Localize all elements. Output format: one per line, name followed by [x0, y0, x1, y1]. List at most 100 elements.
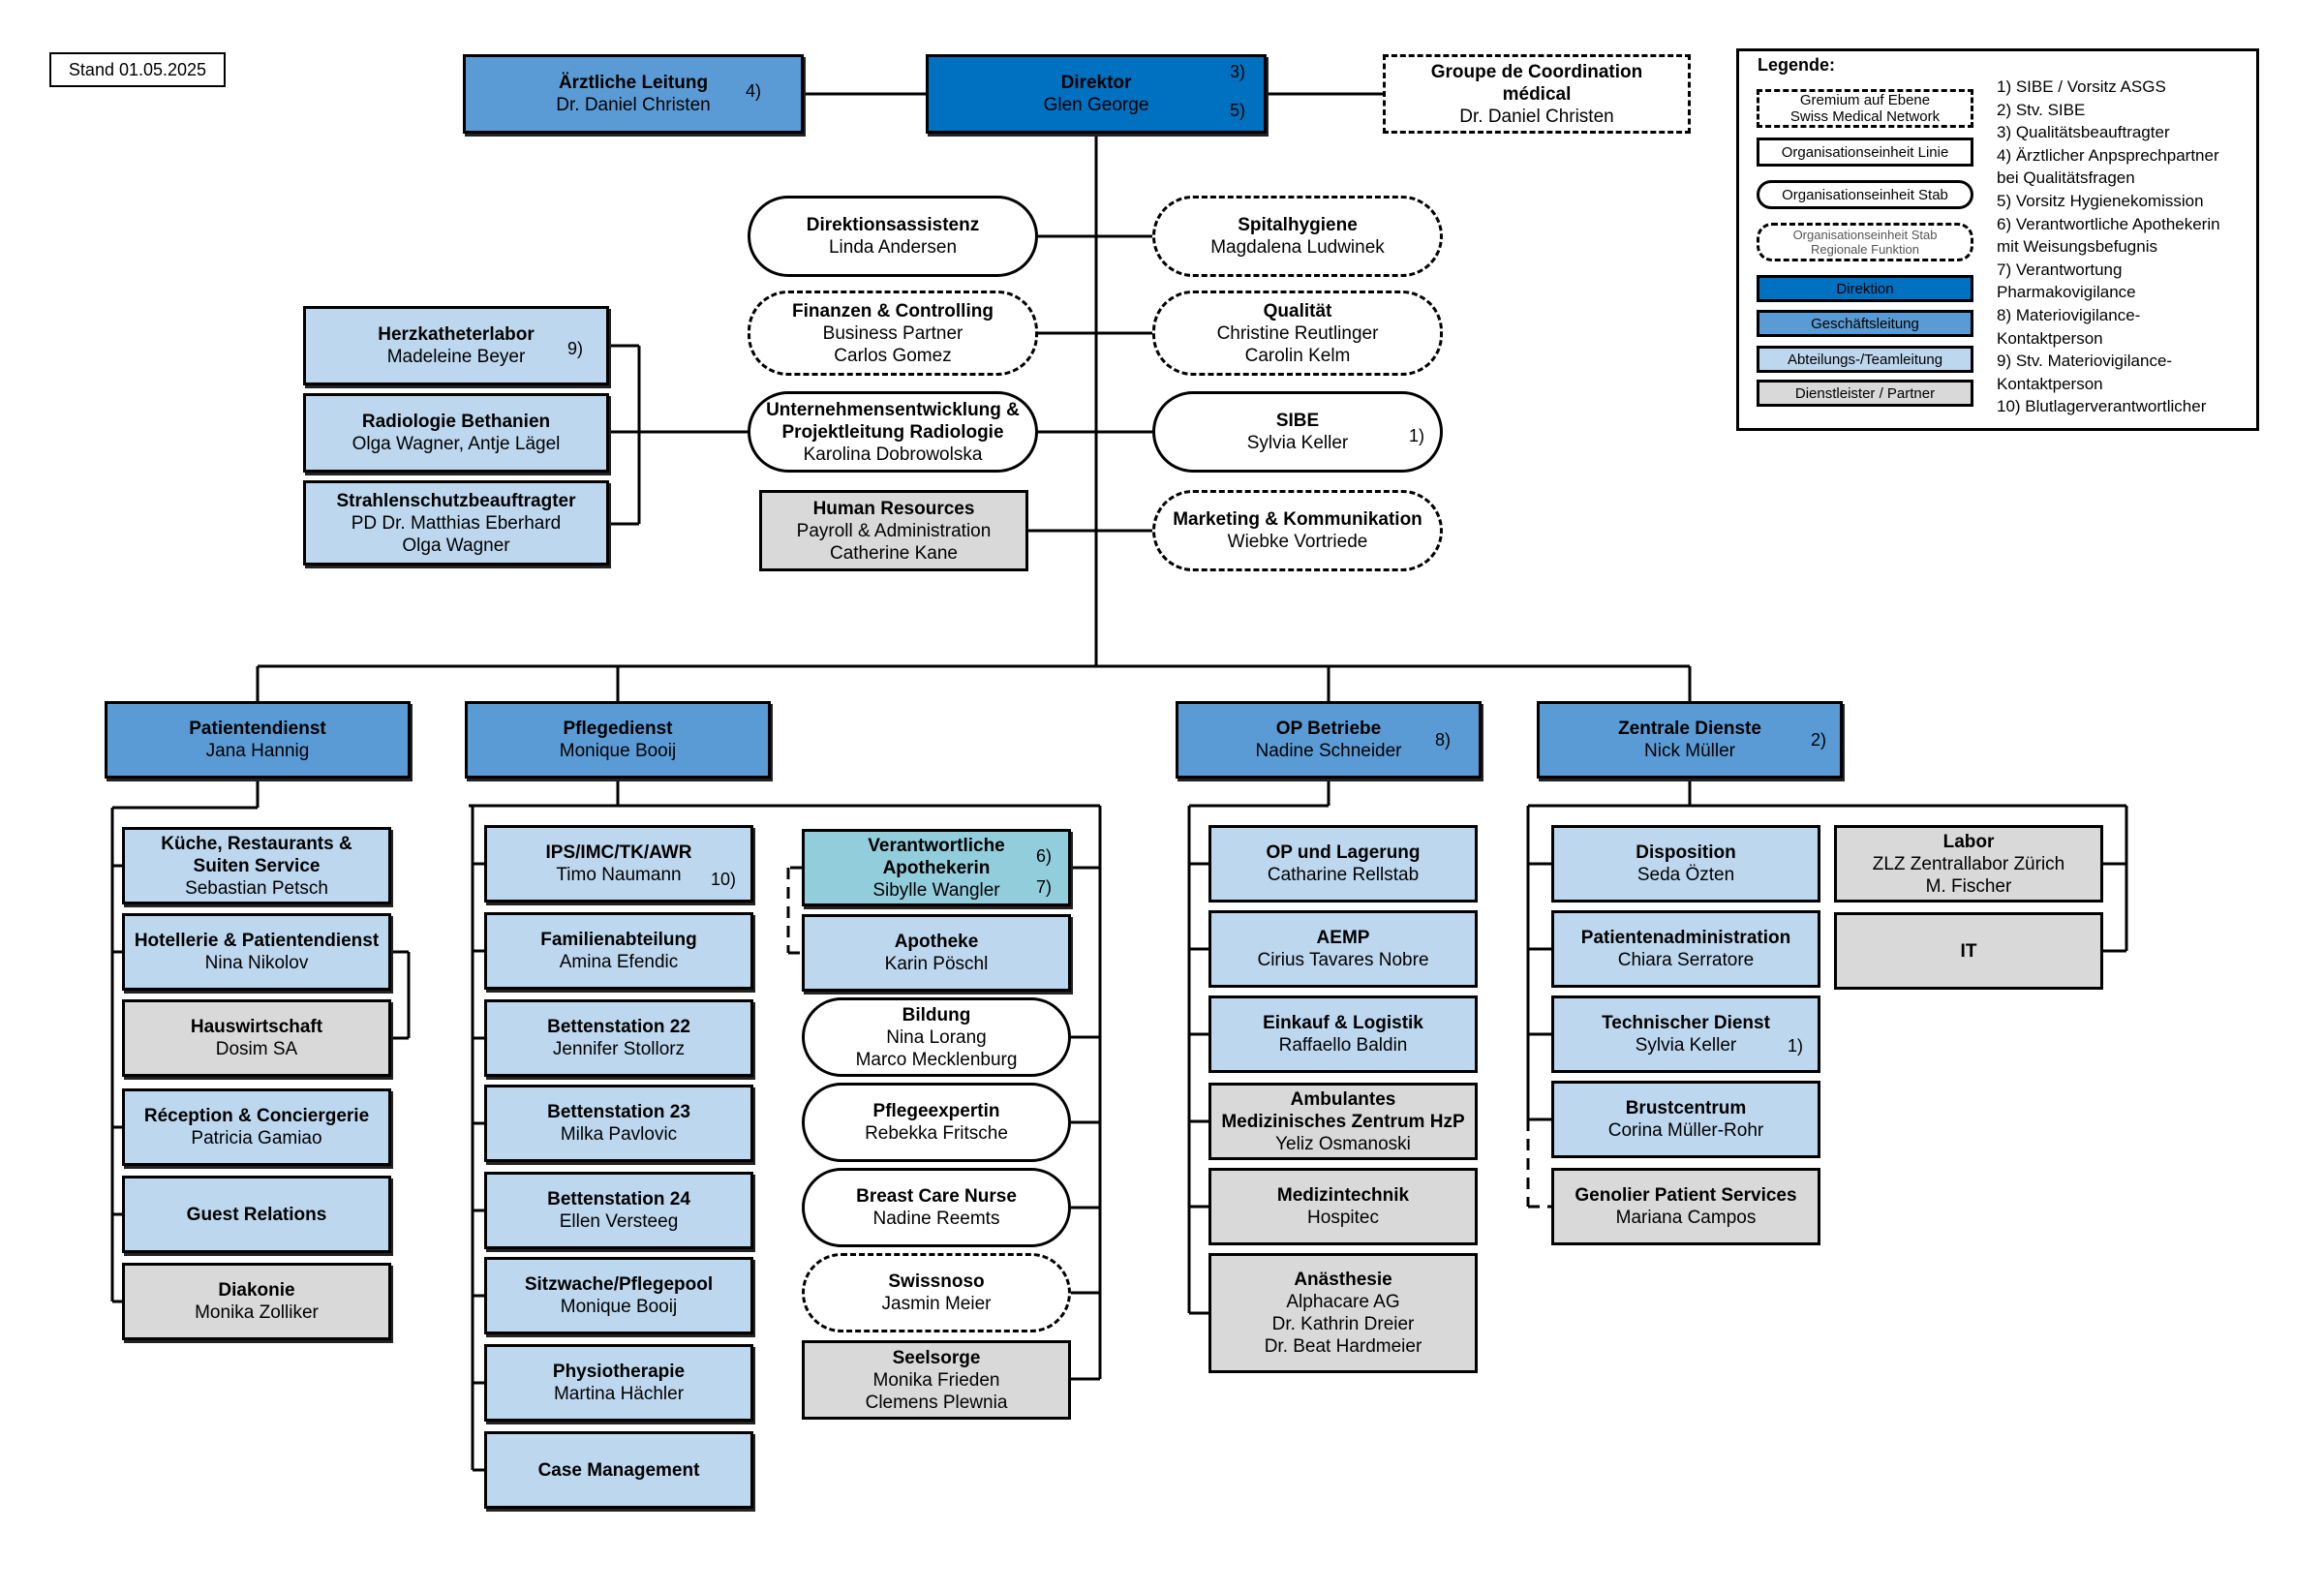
- pflegeexpertin-box-line: Rebekka Fritsche: [865, 1123, 1008, 1144]
- pflege-left-item-line: Ellen Versteeg: [559, 1211, 679, 1232]
- op-item-line: Yeliz Osmanoski: [1275, 1133, 1411, 1154]
- op-item-line: Catharine Rellstab: [1267, 865, 1420, 885]
- pflege-left-item-title: Case Management: [537, 1459, 700, 1481]
- pflege-left-item-line: Monique Booij: [560, 1297, 678, 1317]
- legend-title: Legende:: [1758, 55, 1836, 75]
- note-4: 4): [746, 81, 762, 101]
- seelsorge-box-line: Clemens Plewnia: [865, 1392, 1008, 1413]
- bildung-box-title: Bildung: [902, 1004, 971, 1026]
- legend-swatch-label: Regionale Funktion: [1810, 242, 1920, 257]
- stand-date: Stand 01.05.2025: [49, 52, 226, 87]
- patientendienst-item-title: Hotellerie & Patientendienst: [134, 931, 380, 951]
- op-item-line: Raffaello Baldin: [1278, 1035, 1408, 1056]
- zentrale-item-title: Genolier Patient Services: [1575, 1185, 1797, 1206]
- seelsorge-box-title: Seelsorge: [892, 1347, 981, 1368]
- legend-swatch: Geschäftsleitung: [1757, 310, 1973, 337]
- patientendienst-item-title: Diakonie: [218, 1280, 295, 1301]
- patientendienst-item-line: Dosim SA: [215, 1039, 298, 1059]
- pflege-left-item-title: Sitzwache/Pflegepool: [524, 1274, 714, 1295]
- apothekerin-box-title: Apothekerin: [882, 857, 991, 878]
- zentrale-item-line: Mariana Campos: [1615, 1208, 1757, 1228]
- apotheke-box-line: Karin Pöschl: [884, 954, 989, 974]
- legend-swatch-label: Direktion: [1836, 280, 1894, 297]
- finanzen-box-line: Business Partner: [822, 322, 963, 344]
- strahlenschutz-box-title: Strahlenschutzbeauftragter: [336, 490, 576, 511]
- bildung-box-line: Marco Mecklenburg: [855, 1049, 1018, 1070]
- legend-note: 2) Stv. SIBE: [1997, 100, 2086, 119]
- swissnoso-box-title: Swissnoso: [888, 1271, 985, 1292]
- legend-note: 9) Stv. Materiovigilance-: [1997, 352, 2173, 371]
- op-item-title: Medizintechnik: [1276, 1185, 1410, 1206]
- legend: [1736, 48, 2259, 431]
- marketing-box-title: Marketing & Kommunikation: [1173, 509, 1422, 530]
- it-box: IT: [1834, 912, 2103, 990]
- finanzen-box-line: Carlos Gomez: [834, 345, 952, 366]
- patientendienst-item-title: Küche, Restaurants &: [161, 833, 352, 854]
- groupe-coordination-box-title: médical: [1502, 83, 1572, 105]
- op-item-title: Ambulantes: [1290, 1088, 1396, 1110]
- legend-note: Kontaktperson: [1997, 374, 2103, 393]
- qualitaet-box-title: Qualität: [1263, 300, 1332, 321]
- radiologie-bethanien-box-line: Olga Wagner, Antje Lägel: [352, 434, 561, 454]
- labor-box-line: ZLZ Zentrallabor Zürich: [1872, 853, 2065, 874]
- note-1-technik: 1): [1788, 1036, 1804, 1056]
- patientendienst-item-title: Guest Relations: [186, 1204, 327, 1225]
- herzkatheterlabor-box-title: Herzkatheterlabor: [378, 324, 535, 345]
- note-8: 8): [1435, 730, 1452, 750]
- pflege-left-item-line: Martina Hächler: [553, 1384, 685, 1404]
- groupe-coordination-box-line: Dr. Daniel Christen: [1459, 106, 1614, 127]
- patientendienst-item-line: Nina Nikolov: [204, 953, 309, 973]
- legend-note: Pharmakovigilance: [1997, 283, 2136, 302]
- aerztliche-leitung-box-line: Dr. Daniel Christen: [556, 95, 711, 115]
- bildung-box-line: Nina Lorang: [886, 1026, 987, 1048]
- patientendienst-box-line: Jana Hannig: [205, 741, 310, 761]
- pflege-left-item-line: Timo Naumann: [556, 865, 682, 885]
- zentrale-item-title: Technischer Dienst: [1602, 1013, 1770, 1033]
- labor-box-line: M. Fischer: [1925, 875, 2012, 897]
- legend-note: 5) Vorsitz Hygienekomission: [1997, 191, 2204, 210]
- op-item-title: OP und Lagerung: [1266, 842, 1421, 863]
- spitalhygiene-box-line: Magdalena Ludwinek: [1210, 237, 1385, 258]
- pflegedienst-box-title: Pflegedienst: [563, 719, 673, 739]
- zentrale-item-title: Patientenadministration: [1580, 928, 1791, 948]
- patientendienst-item-line: Sebastian Petsch: [185, 877, 328, 899]
- pflege-left-item-title: Bettenstation 24: [547, 1189, 690, 1209]
- patientendienst-box-title: Patientendienst: [189, 719, 326, 739]
- unternehmensentwicklung-box-title: Unternehmensentwicklung &: [766, 399, 1020, 420]
- legend-swatch-label: Organisationseinheit Stab: [1782, 186, 1948, 203]
- pflege-left-item-title: Bettenstation 23: [547, 1102, 690, 1122]
- op-item-line: Dr. Beat Hardmeier: [1264, 1336, 1422, 1357]
- patientendienst-item: Guest Relations: [122, 1176, 391, 1253]
- legend-note: 4) Ärztlicher Anpsprechpartner: [1997, 145, 2219, 165]
- direktor-box-title: Direktor: [1060, 73, 1132, 93]
- patientendienst-item-line: Monika Zolliker: [195, 1302, 319, 1323]
- legend-swatch-label: Geschäftsleitung: [1811, 315, 1919, 332]
- legend-note: 8) Materiovigilance-: [1997, 305, 2141, 324]
- unternehmensentwicklung-box: Unternehmensentwicklung &Projektleitung …: [748, 391, 1038, 473]
